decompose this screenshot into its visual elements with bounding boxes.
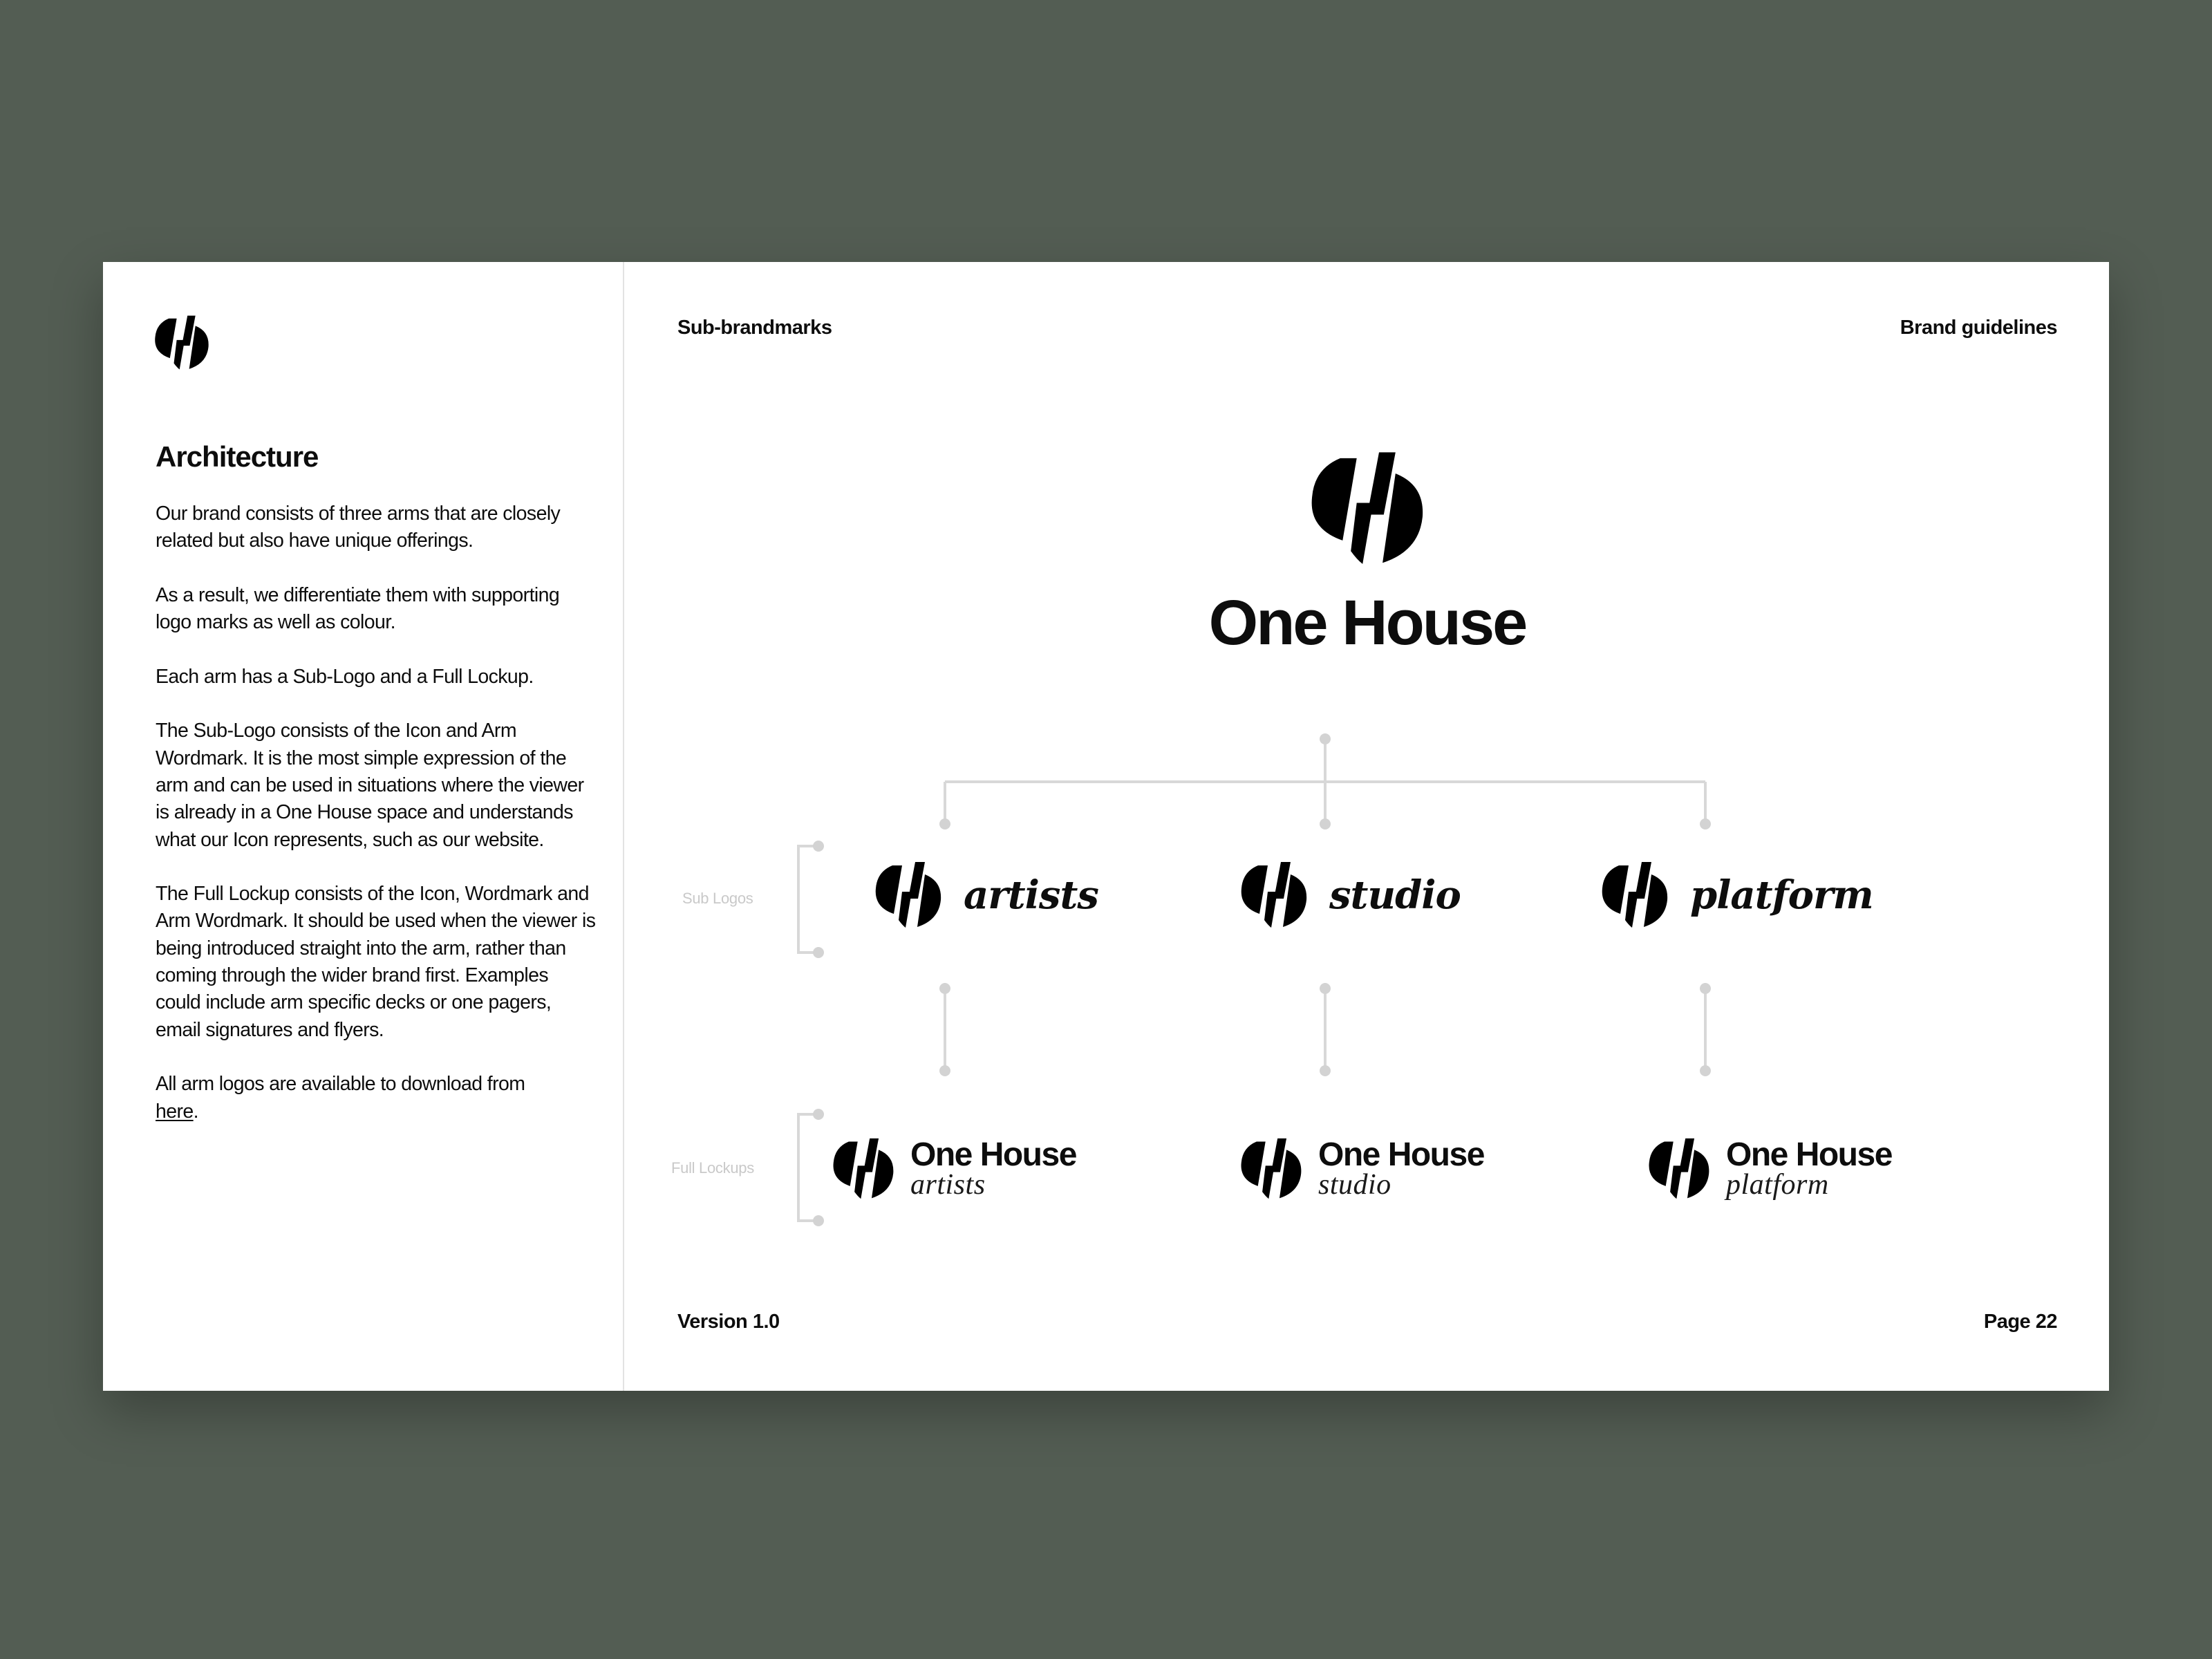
full-lockups-label: Full Lockups [671,1159,754,1177]
full-lockup-platform: One House platform [1647,1136,1893,1201]
one-house-icon [832,1137,895,1201]
one-house-icon [1239,1137,1303,1201]
lockup-arm-wordmark: artists [910,1169,986,1201]
master-wordmark: One House [1208,588,1528,658]
paragraph: The Sub-Logo consists of the Icon and Ar… [156,720,584,851]
one-house-icon [1309,450,1426,568]
lockup-wordmark: One House [1318,1136,1485,1173]
download-link[interactable]: here [156,1100,194,1123]
lockup-wordmark: One House [910,1136,1077,1173]
sub-logo-platform: platform [1600,861,1874,930]
download-end: . [193,1100,199,1123]
lockup-wordmark: One House [1726,1136,1893,1173]
arm-wordmark: platform [1690,872,1874,918]
sidebar: Architecture Our brand consists of three… [103,262,624,1391]
full-lockup-studio: One House studio [1239,1136,1485,1201]
arm-wordmark: artists [964,872,1099,918]
one-house-icon [1647,1137,1711,1201]
lockup-arm-wordmark: platform [1726,1169,1829,1201]
one-house-icon [874,861,943,930]
page-title: Architecture [156,440,319,473]
paragraph: Our brand consists of three arms that ar… [156,503,561,552]
paragraph: As a result, we differentiate them with … [156,583,560,634]
page-number: Page 22 [1983,1311,2058,1333]
architecture-copy: Our brand consists of three arms that ar… [156,500,598,1152]
full-lockup-artists: One House artists [832,1136,1077,1201]
sub-logos-label: Sub Logos [682,890,753,907]
arm-wordmark: studio [1329,872,1461,918]
paragraph: The Full Lockup consists of the Icon, Wo… [156,883,596,1041]
version-label: Version 1.0 [677,1311,780,1333]
download-text: All arm logos are available to download … [156,1073,525,1096]
lockup-arm-wordmark: studio [1318,1169,1391,1201]
brand-guidelines-page: Architecture Our brand consists of three… [103,262,2109,1391]
one-house-icon [1600,861,1669,930]
download-paragraph: All arm logos are available to download … [156,1071,598,1125]
one-house-icon [153,315,210,371]
one-house-icon [1239,861,1309,930]
document-title: Brand guidelines [1900,317,2058,339]
paragraph: Each arm has a Sub-Logo and a Full Locku… [156,665,534,688]
section-header: Sub-brandmarks [677,317,832,339]
sub-logo-artists: artists [874,861,1099,930]
sub-logo-studio: studio [1239,861,1461,930]
